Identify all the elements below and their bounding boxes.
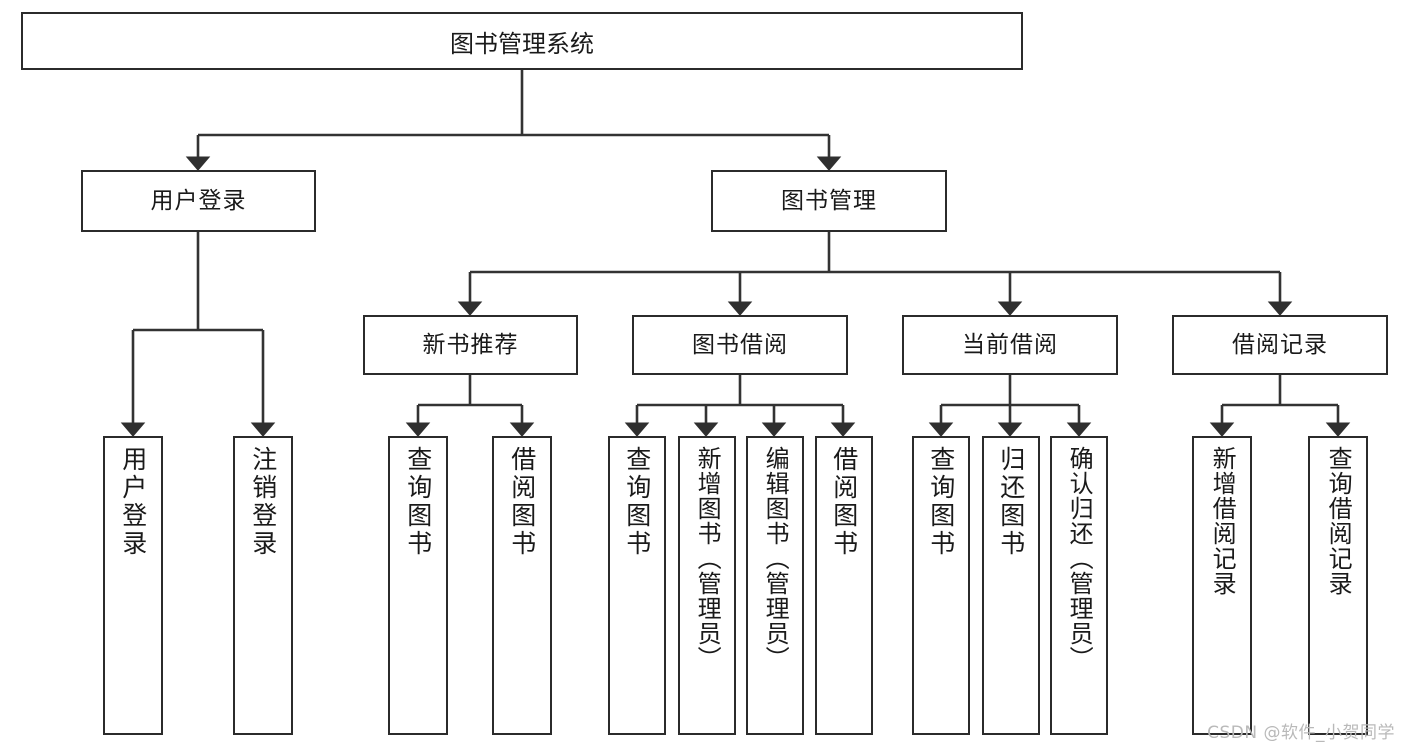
leaf-label: 归还图书 (996, 446, 1026, 558)
node-book-borrow[interactable]: 图书借阅 (632, 315, 848, 375)
leaf-label: 查询图书 (622, 446, 652, 558)
leaf-label: 用户登录 (118, 446, 148, 558)
leaf-borrow-book[interactable]: 借阅图书 (815, 436, 873, 735)
watermark: CSDN @软件_小贺同学 (1207, 723, 1395, 743)
leaf-label: 新增借阅记录 (1208, 446, 1237, 596)
node-root-book-management-system[interactable]: 图书管理系统 (21, 12, 1023, 70)
leaf-logout[interactable]: 注销登录 (233, 436, 293, 735)
leaf-label: 借阅图书 (507, 446, 537, 558)
leaf-label: 注销登录 (248, 446, 278, 558)
leaf-label: 新增图书（管理员） (693, 446, 722, 671)
node-borrow-records[interactable]: 借阅记录 (1172, 315, 1388, 375)
leaf-confirm-return-admin[interactable]: 确认归还（管理员） (1050, 436, 1108, 735)
node-current-borrow[interactable]: 当前借阅 (902, 315, 1118, 375)
leaf-query-book-borrow[interactable]: 查询图书 (608, 436, 666, 735)
node-user-login[interactable]: 用户登录 (81, 170, 316, 232)
leaf-query-borrow-record[interactable]: 查询借阅记录 (1308, 436, 1368, 735)
leaf-label: 查询图书 (403, 446, 433, 558)
node-label: 用户登录 (150, 187, 247, 214)
leaf-borrow-book-new[interactable]: 借阅图书 (492, 436, 552, 735)
leaf-label: 查询图书 (926, 446, 956, 558)
node-label: 图书借阅 (692, 331, 788, 358)
leaf-label: 确认归还（管理员） (1065, 446, 1094, 671)
node-label: 图书管理系统 (450, 29, 594, 58)
leaf-add-borrow-record[interactable]: 新增借阅记录 (1192, 436, 1252, 735)
node-label: 图书管理 (781, 187, 877, 214)
leaf-label: 编辑图书（管理员） (761, 446, 790, 671)
leaf-query-book-new[interactable]: 查询图书 (388, 436, 448, 735)
leaf-return-book[interactable]: 归还图书 (982, 436, 1040, 735)
node-book-management[interactable]: 图书管理 (711, 170, 947, 232)
leaf-label: 查询借阅记录 (1324, 446, 1353, 596)
node-new-book-recommend[interactable]: 新书推荐 (363, 315, 578, 375)
leaf-user-login[interactable]: 用户登录 (103, 436, 163, 735)
leaf-query-book-current[interactable]: 查询图书 (912, 436, 970, 735)
leaf-edit-book-admin[interactable]: 编辑图书（管理员） (746, 436, 804, 735)
leaf-add-book-admin[interactable]: 新增图书（管理员） (678, 436, 736, 735)
node-label: 当前借阅 (962, 331, 1058, 358)
leaf-label: 借阅图书 (829, 446, 859, 558)
node-label: 新书推荐 (422, 331, 519, 358)
node-label: 借阅记录 (1232, 331, 1328, 358)
